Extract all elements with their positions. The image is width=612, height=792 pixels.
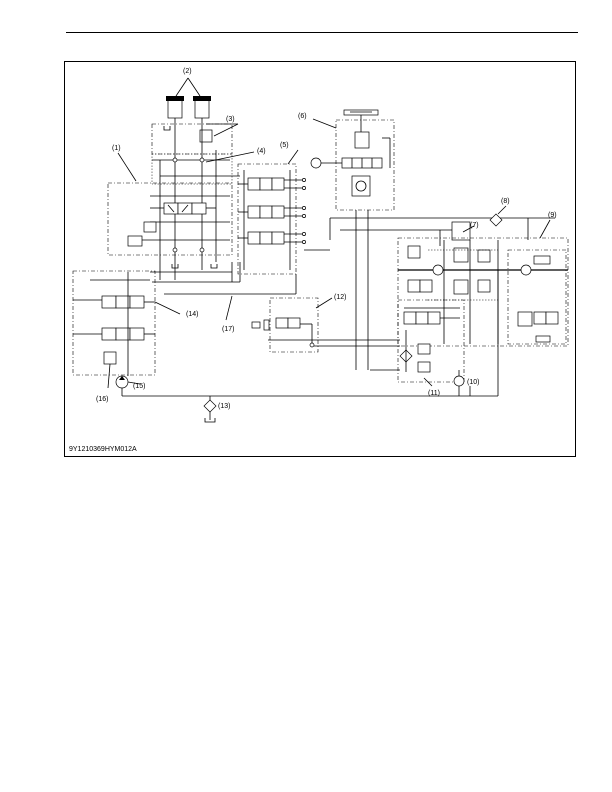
label-12: (12) <box>334 294 346 301</box>
valve-11 <box>397 299 465 387</box>
power-steering-unit <box>310 109 395 370</box>
label-5: (5) <box>280 142 289 149</box>
left-assembly <box>72 270 181 389</box>
label-14: (14) <box>186 311 198 318</box>
return-filters <box>451 205 507 241</box>
label-6: (6) <box>298 113 307 120</box>
label-10: (10) <box>467 379 479 386</box>
label-9: (9) <box>548 212 557 219</box>
label-8: (8) <box>501 198 510 205</box>
label-13: (13) <box>218 403 230 410</box>
label-3: (3) <box>226 116 235 123</box>
hydraulic-block <box>107 123 255 280</box>
control-valve-stack <box>237 149 306 275</box>
diagram-frame <box>64 61 576 457</box>
label-17: (17) <box>222 326 234 333</box>
label-4: (4) <box>257 148 266 155</box>
pointer-17 <box>225 295 233 321</box>
header-rule <box>66 32 578 33</box>
label-1: (1) <box>112 145 121 152</box>
lift-cylinders <box>166 77 211 126</box>
pump-10 <box>453 370 465 396</box>
label-16: (16) <box>96 396 108 403</box>
label-11: (11) <box>428 390 440 397</box>
figure-code: 9Y1210369HYM012A <box>69 446 137 453</box>
suction-filter <box>203 396 217 423</box>
label-15: (15) <box>133 383 145 390</box>
hydraulic-lines <box>121 217 555 397</box>
right-valve-block <box>397 219 569 347</box>
label-7: (7) <box>470 222 479 229</box>
valve-12 <box>251 297 333 353</box>
label-2: (2) <box>183 68 192 75</box>
